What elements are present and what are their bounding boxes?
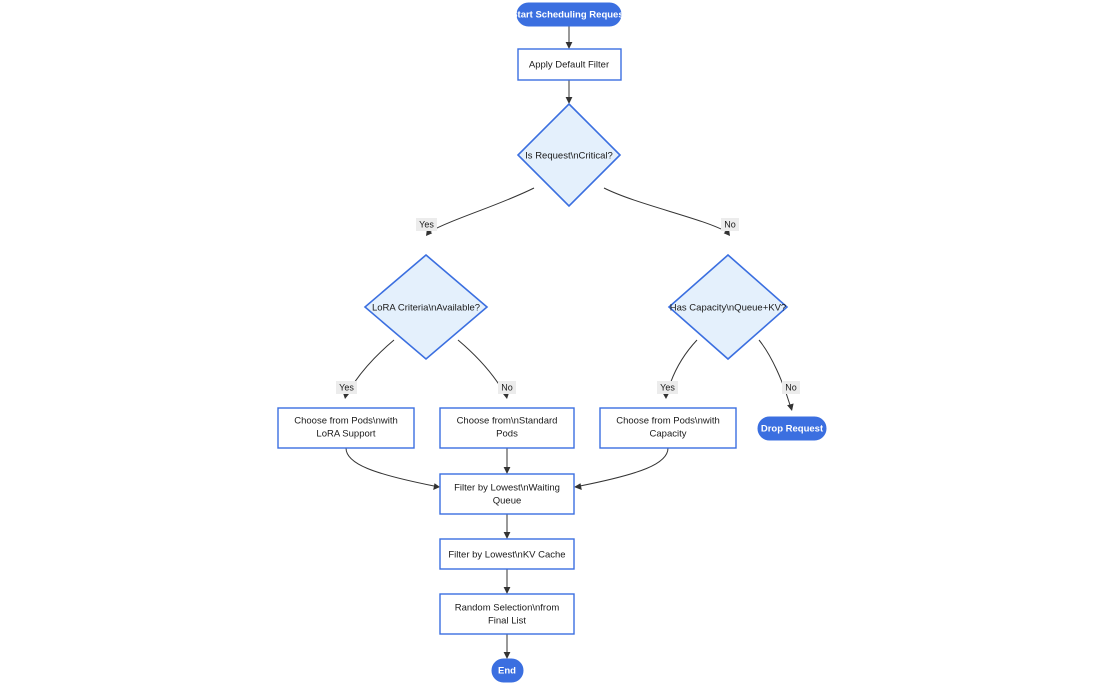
node-has-capacity-queue-kv[interactable]: Has Capacity\nQueue+KV? <box>667 253 789 361</box>
edge-lorapods-to-waitqueue <box>345 447 440 490</box>
node-filter-kv-cache[interactable]: Filter by Lowest\nKV Cache <box>439 538 575 570</box>
node-layer: Start Scheduling Request Apply Default F… <box>277 2 827 683</box>
edge-critical-to-lora <box>426 187 535 236</box>
edge-label-lora-no-text: No <box>501 382 513 392</box>
drop-request-shape[interactable] <box>757 416 827 441</box>
choose-capacity-pods-shape[interactable] <box>599 407 737 449</box>
end-pill-shape[interactable] <box>491 658 524 683</box>
edge-start-to-default <box>565 26 573 49</box>
filter-kv-cache-shape[interactable] <box>439 538 575 570</box>
filter-waiting-queue-label-line2: Queue <box>493 496 522 507</box>
edge-label-critical-no-bg <box>721 218 739 231</box>
edge-label-capacity-yes: Yes <box>657 381 678 394</box>
choose-standard-pods-shape[interactable] <box>439 407 575 449</box>
has-capacity-queue-kv-shape[interactable] <box>667 253 789 361</box>
edge-label-lora-no-bg <box>498 381 516 394</box>
edge-critical-to-capacity <box>603 187 730 236</box>
node-end[interactable]: End <box>491 658 524 683</box>
node-lora-criteria-available[interactable]: LoRA Criteria\nAvailable? <box>363 253 489 361</box>
edge-label-lora-no: No <box>498 381 516 394</box>
edge-label-capacity-yes-text: Yes <box>660 382 675 392</box>
choose-lora-pods-shape[interactable] <box>277 407 415 449</box>
edge-label-capacity-no-bg <box>782 381 800 394</box>
edge-label-critical-yes-bg <box>416 218 437 231</box>
node-is-request-critical[interactable]: Is Request\nCritical? <box>516 102 622 208</box>
edge-label-layer: Yes No Yes No Yes No <box>336 218 800 394</box>
start-pill-shape[interactable] <box>516 2 622 27</box>
choose-capacity-pods-label-line2: Capacity <box>650 429 687 440</box>
edge-label-lora-yes: Yes <box>336 381 357 394</box>
apply-default-filter-label: Apply Default Filter <box>529 60 609 71</box>
edge-label-critical-yes: Yes <box>416 218 437 231</box>
edge-default-to-critical <box>565 80 573 104</box>
end-label: End <box>498 666 516 677</box>
node-choose-capacity-pods[interactable]: Choose from Pods\nwith Capacity <box>599 407 737 449</box>
edge-waitqueue-to-kvcache <box>503 514 511 539</box>
edge-kvcache-to-random <box>503 569 511 594</box>
filter-waiting-queue-shape[interactable] <box>439 473 575 515</box>
apply-default-filter-shape[interactable] <box>517 48 622 81</box>
choose-lora-pods-label-line2: LoRA Support <box>316 429 376 440</box>
start-label: Start Scheduling Request <box>511 10 627 21</box>
choose-standard-pods-label-line2: Pods <box>496 429 518 440</box>
edge-label-critical-no-text: No <box>724 219 736 229</box>
edge-cappods-to-waitqueue <box>574 447 669 490</box>
drop-request-label: Drop Request <box>761 424 824 435</box>
node-start[interactable]: Start Scheduling Request <box>511 2 628 27</box>
lora-criteria-available-label: LoRA Criteria\nAvailable? <box>372 303 480 314</box>
filter-kv-cache-label: Filter by Lowest\nKV Cache <box>448 550 565 561</box>
edge-stdpods-to-waitqueue <box>503 448 511 474</box>
is-request-critical-shape[interactable] <box>516 102 622 208</box>
node-choose-lora-pods[interactable]: Choose from Pods\nwith LoRA Support <box>277 407 415 449</box>
edge-label-lora-yes-text: Yes <box>339 382 354 392</box>
edge-label-critical-yes-text: Yes <box>419 219 434 229</box>
edge-label-capacity-no-text: No <box>785 382 797 392</box>
lora-criteria-available-shape[interactable] <box>363 253 489 361</box>
choose-lora-pods-label-line1: Choose from Pods\nwith <box>294 416 398 427</box>
node-drop-request[interactable]: Drop Request <box>757 416 827 441</box>
edge-label-capacity-no: No <box>782 381 800 394</box>
node-choose-standard-pods[interactable]: Choose from\nStandard Pods <box>439 407 575 449</box>
choose-capacity-pods-label-line1: Choose from Pods\nwith <box>616 416 720 427</box>
is-request-critical-label: Is Request\nCritical? <box>525 151 613 162</box>
node-filter-waiting-queue[interactable]: Filter by Lowest\nWaiting Queue <box>439 473 575 515</box>
edge-label-lora-yes-bg <box>336 381 357 394</box>
random-selection-label-line1: Random Selection\nfrom <box>455 603 560 614</box>
filter-waiting-queue-label-line1: Filter by Lowest\nWaiting <box>454 483 560 494</box>
edge-capacity-to-drop <box>758 339 794 411</box>
choose-standard-pods-label-line1: Choose from\nStandard <box>457 416 558 427</box>
node-random-selection[interactable]: Random Selection\nfrom Final List <box>439 593 575 635</box>
node-apply-default-filter[interactable]: Apply Default Filter <box>517 48 622 81</box>
edge-random-to-end <box>503 634 511 659</box>
random-selection-shape[interactable] <box>439 593 575 635</box>
edge-label-critical-no: No <box>721 218 739 231</box>
has-capacity-queue-kv-label: Has Capacity\nQueue+KV? <box>670 303 786 314</box>
random-selection-label-line2: Final List <box>488 616 526 627</box>
edge-label-capacity-yes-bg <box>657 381 678 394</box>
